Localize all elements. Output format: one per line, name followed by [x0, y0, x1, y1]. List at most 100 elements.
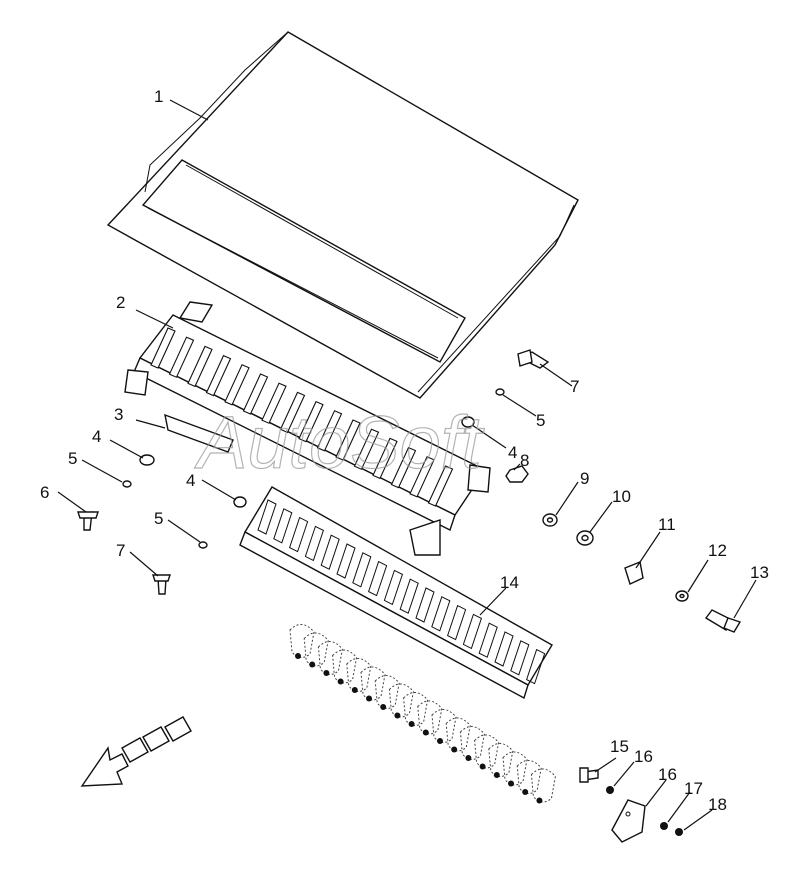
grate-slot — [242, 373, 269, 415]
nut-part-18 — [675, 828, 683, 836]
grate-slot — [372, 437, 398, 480]
brush-segment — [445, 717, 471, 752]
brush-nut — [366, 695, 372, 702]
brush-segment — [516, 760, 542, 794]
brush-segment — [374, 675, 400, 709]
channel-bracket-part-14 — [239, 486, 553, 700]
brush-nut — [465, 755, 472, 761]
plate-part-17 — [611, 799, 646, 843]
callout-4-left: 4 — [92, 427, 101, 446]
channel-tooth — [367, 560, 388, 597]
brush-segment — [332, 649, 358, 684]
brush-segment — [289, 624, 315, 658]
brush-nut — [437, 738, 443, 744]
brush-segment — [502, 751, 528, 786]
callout-7-right: 7 — [570, 377, 579, 396]
grate-slot — [205, 354, 232, 397]
channel-tooth — [446, 604, 467, 641]
washer-part-10 — [576, 530, 594, 546]
brush-nut — [493, 772, 500, 778]
grate-slot — [279, 391, 306, 434]
nut-part-16-lower — [660, 822, 668, 830]
cover-panel-part-1 — [106, 31, 579, 399]
brush-nut — [408, 721, 415, 727]
channel-tooth — [510, 640, 530, 676]
callout-16-lower: 17 — [684, 779, 703, 798]
channel-tooth — [525, 648, 546, 685]
brush-segment — [417, 700, 443, 735]
channel-tooth — [431, 596, 451, 632]
callout-6: 6 — [40, 483, 49, 502]
grate-slot — [390, 446, 417, 489]
callout-4-right: 4 — [508, 443, 517, 462]
brush-segment — [474, 734, 500, 769]
clip-part-11 — [624, 561, 644, 585]
callout-3: 3 — [114, 405, 123, 424]
brush-segment — [303, 632, 329, 667]
grate-slot — [224, 364, 250, 406]
brush-nut — [422, 729, 429, 736]
brush-segment — [346, 658, 372, 692]
grate-slot — [409, 456, 435, 498]
nut-part-4-mid — [233, 496, 247, 508]
callout-11: 11 — [658, 515, 676, 534]
channel-tooth — [383, 569, 404, 606]
dotted-brush-row — [289, 624, 556, 804]
callout-15: 15 — [610, 737, 629, 756]
callout-17: 16 — [658, 765, 677, 784]
callout-1: 1 — [154, 87, 163, 106]
bolt-part-7-left — [152, 574, 171, 595]
grate-slot — [298, 400, 324, 443]
grate-slot — [427, 465, 454, 507]
bracket-part-3 — [164, 413, 234, 453]
channel-tooth — [304, 525, 325, 562]
callout-labels: 1 2 3 4 4 4 5 5 5 6 7 7 8 9 10 11 12 13 … — [40, 87, 769, 814]
brush-segment — [459, 726, 485, 760]
callout-2: 2 — [116, 293, 125, 312]
brush-nut — [508, 780, 514, 787]
nut-part-16-upper — [606, 786, 614, 794]
watermark-text: AutoSoft — [194, 401, 485, 484]
leader-lines — [57, 99, 757, 831]
brush-nut — [295, 653, 301, 659]
direction-arrow-icon — [80, 716, 192, 787]
channel-tooth — [494, 631, 514, 667]
brush-nut — [380, 704, 387, 710]
washer-part-9 — [542, 513, 558, 527]
washer-part-5-right — [495, 388, 505, 396]
channel-tooth — [478, 622, 498, 658]
callout-10: 10 — [612, 487, 631, 506]
grate-slot — [168, 336, 195, 378]
channel-tooth — [415, 587, 435, 623]
callout-14: 14 — [500, 573, 519, 592]
channel-tooth — [257, 499, 277, 535]
nut-part-4-right — [461, 416, 475, 428]
callout-16-upper: 16 — [634, 747, 653, 766]
callout-8: 8 — [520, 451, 529, 470]
brush-segment — [530, 768, 556, 803]
brush-nut — [451, 746, 458, 753]
callout-12: 12 — [708, 541, 727, 560]
bolt-part-15 — [579, 767, 599, 783]
brush-segment — [488, 743, 514, 777]
brush-segment — [360, 666, 386, 701]
callout-9: 9 — [580, 469, 589, 488]
grate-plate-part-2 — [124, 301, 491, 556]
grate-slot — [261, 382, 287, 424]
washer-part-5-left — [122, 480, 132, 488]
brush-nut — [351, 687, 358, 693]
callout-7-left: 7 — [116, 541, 125, 560]
bolt-part-6 — [77, 511, 99, 531]
channel-tooth — [273, 508, 293, 544]
brush-nut — [536, 797, 543, 804]
nut-part-8 — [505, 465, 529, 483]
brush-nut — [323, 670, 330, 676]
brush-nut — [522, 789, 529, 795]
grate-slot — [335, 419, 361, 461]
grate-slot — [150, 327, 176, 369]
callout-18: 18 — [708, 795, 727, 814]
brush-nut — [309, 661, 316, 668]
nut-part-4-left — [139, 454, 155, 466]
brush-segment — [317, 641, 343, 675]
